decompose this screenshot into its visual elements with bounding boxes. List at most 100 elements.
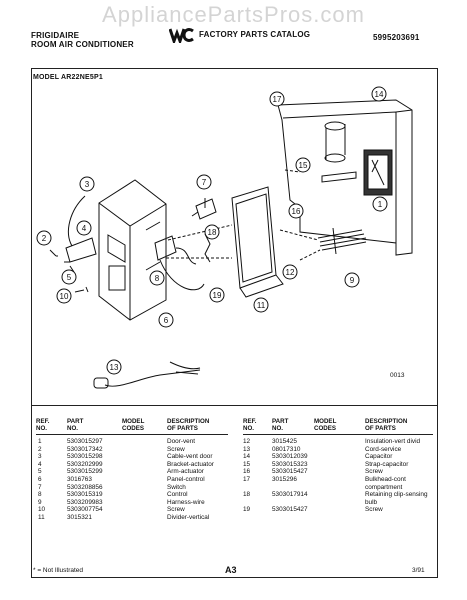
parts-row-ref: 10 [38,506,46,514]
brand-label: FRIGIDAIRE [31,31,80,40]
parts-row-part: 08017310 [272,445,301,453]
page-number: A3 [225,565,237,575]
parts-row-desc: Capacitor [365,453,393,461]
parts-row-part: 5303015298 [67,453,103,461]
parts-row-desc: Control [167,491,188,499]
header-underline-right [243,434,433,435]
parts-row-part: 5303015319 [67,491,103,499]
callout-15: 15 [295,157,311,173]
svg-text:5: 5 [67,273,72,282]
callout-17: 17 [269,91,285,107]
parts-row-ref: 2 [38,445,42,453]
svg-text:17: 17 [273,95,282,104]
svg-text:2: 2 [42,234,47,243]
parts-row-ref: 15 [243,460,251,468]
parts-row-desc: Divider-vertical [167,514,210,521]
parts-row-ref: 19 [243,506,251,514]
callout-7: 7 [196,174,212,190]
svg-text:12: 12 [286,268,295,277]
model-label: MODEL AR22NE5P1 [33,74,103,81]
table-top-rule [31,405,438,406]
parts-row-desc: Cord-service [365,445,402,453]
svg-text:4: 4 [82,224,87,233]
svg-text:3: 3 [85,180,90,189]
parts-row-desc: Retaining clip-sensing bulb [365,491,428,506]
parts-row-part: 3015296 [272,476,297,483]
callout-6: 6 [158,312,174,328]
parts-row-ref: 8 [38,491,42,499]
parts-row-desc: Strap-capacitor [365,460,409,468]
parts-row-part: 5303202999 [67,460,103,468]
parts-row-desc: Harness-wire [167,498,205,506]
parts-row-part: 3016763 [67,476,92,483]
parts-row-part: 5303208856 [67,483,103,491]
parts-row-ref: 17 [243,476,251,483]
parts-row-desc: Cable-vent door [167,453,213,461]
parts-row-ref: 14 [243,453,251,461]
header-desc-left: DESCRIPTION OF PARTS [167,418,210,432]
parts-row-ref: 9 [38,498,42,506]
svg-text:16: 16 [292,207,301,216]
parts-row-ref: 12 [243,438,251,445]
parts-row-ref: 1 [38,438,42,445]
parts-row-part: 5303017914 [272,491,308,499]
parts-row-part: 5303015323 [272,460,308,468]
parts-row-desc: Insulation-vert divid [365,438,421,445]
parts-row-ref: 3 [38,453,42,461]
callout-18: 18 [204,224,220,240]
callout-13: 13 [106,359,122,375]
parts-row-ref: 16 [243,468,251,476]
parts-row-desc: Screw [365,468,383,476]
parts-row-desc: Screw [167,445,185,453]
parts-row-ref: 4 [38,460,42,468]
parts-row-part: 5303209983 [67,498,103,506]
parts-row-ref: 5 [38,468,42,476]
callout-19: 19 [209,287,225,303]
callout-5: 5 [61,269,77,285]
parts-row-desc: Bulkhead-cont compartment [365,476,406,491]
parts-row-part: 5303015297 [67,438,103,445]
header-ref-right: REF. NO. [243,418,257,432]
svg-text:15: 15 [299,161,308,170]
parts-row-desc: Bracket-actuator [167,460,214,468]
svg-text:1: 1 [378,200,383,209]
parts-row-part: 5303017342 [67,445,103,453]
exploded-parts-diagram: 1 2 3 4 5 6 7 8 9 10 11 12 13 14 15 16 1… [36,86,413,389]
bottom-rule [31,577,438,578]
svg-text:7: 7 [202,178,207,187]
callout-8: 8 [149,270,165,286]
revision-date: 3/91 [412,567,425,574]
header-underline-left [36,434,228,435]
not-illustrated-note: * = Not Illustrated [33,567,84,574]
parts-row-desc: Panel-control [167,476,205,483]
header-part-right: PART NO. [272,418,289,432]
parts-row-part: 3015321 [67,514,92,521]
parts-row-ref: 6 [38,476,42,483]
svg-text:13: 13 [110,363,119,372]
svg-text:14: 14 [375,90,384,99]
parts-row-part: 5303012039 [272,453,308,461]
watermark-text: AppliancePartsPros.com [102,2,365,27]
svg-text:19: 19 [213,291,222,300]
callout-11: 11 [253,297,269,313]
catalog-number: 5995203691 [373,33,420,42]
parts-row-ref: 18 [243,491,251,499]
catalog-title: FACTORY PARTS CATALOG [199,30,311,39]
callout-2: 2 [36,230,52,246]
parts-row-part: 5303007754 [67,506,103,514]
parts-row-part: 3015425 [272,438,297,445]
callout-16: 16 [288,203,304,219]
top-rule [31,68,438,69]
svg-text:9: 9 [350,276,355,285]
svg-text:10: 10 [60,292,69,301]
parts-row-desc: Arm-actuator [167,468,204,476]
parts-row-ref: 13 [243,445,251,453]
header-model-right: MODEL CODES [314,418,337,432]
parts-row-desc: Screw [167,506,185,514]
callout-1: 1 [372,196,388,212]
callout-3: 3 [79,176,95,192]
callout-9: 9 [344,272,360,288]
parts-row-ref: 11 [38,514,45,521]
callout-12: 12 [282,264,298,280]
header-model-left: MODEL CODES [122,418,145,432]
